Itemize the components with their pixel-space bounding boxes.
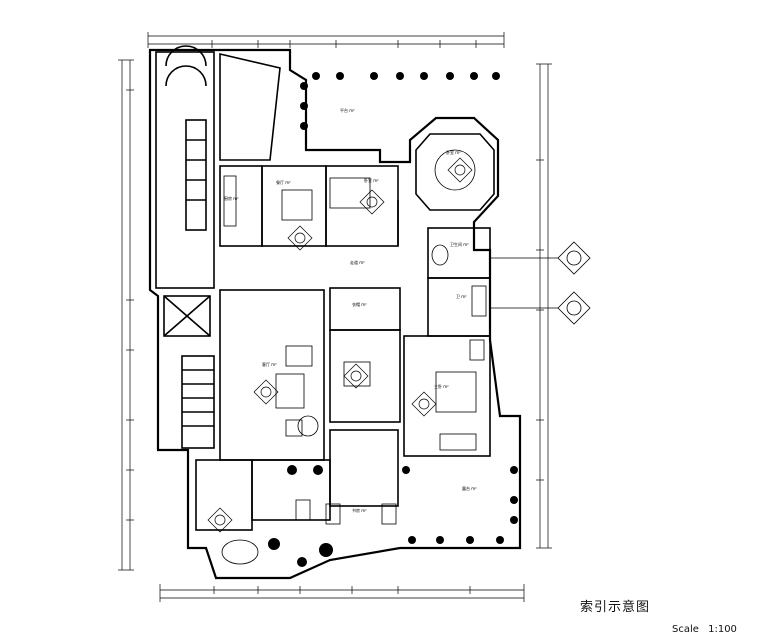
interior-walls <box>155 45 495 531</box>
room-label-terrace-bottom: 露台 m² <box>462 485 477 491</box>
room-label-study: 书房 m² <box>352 507 367 513</box>
room-label-bath-1: 卫生间 m² <box>450 241 469 247</box>
room-label-kitchen: 厨房 m² <box>224 195 239 201</box>
scale-value: 1:100 <box>708 624 737 635</box>
scale-note: Scale 1:100 <box>672 624 737 635</box>
top-dimension-line <box>147 32 505 48</box>
room-label-living: 客厅 m² <box>262 361 277 367</box>
drawing-title: 索引示意图 <box>580 600 651 615</box>
room-label-bedroom-1: 卧室 m² <box>364 177 379 183</box>
bottom-dimension-line <box>159 584 525 602</box>
scale-label: Scale <box>672 624 699 635</box>
room-label-dining: 餐厅 m² <box>276 179 291 185</box>
right-dimension-line <box>536 63 552 549</box>
room-label-terrace-top: 平台 m² <box>340 107 355 113</box>
room-label-corridor: 走道 m² <box>350 259 365 265</box>
furniture <box>221 149 487 565</box>
room-index-markers <box>207 157 473 533</box>
room-label-walk-in: 衣帽 m² <box>352 301 367 307</box>
room-label-octagon: 卧室 m² <box>446 149 461 155</box>
room-label-bath-2: 卫 m² <box>456 294 467 299</box>
index-marker-2 <box>490 291 591 325</box>
planting <box>268 72 518 567</box>
index-marker-1 <box>490 241 591 275</box>
left-dimension-line <box>118 59 134 571</box>
room-label-master-bed: 主卧 m² <box>434 383 449 389</box>
